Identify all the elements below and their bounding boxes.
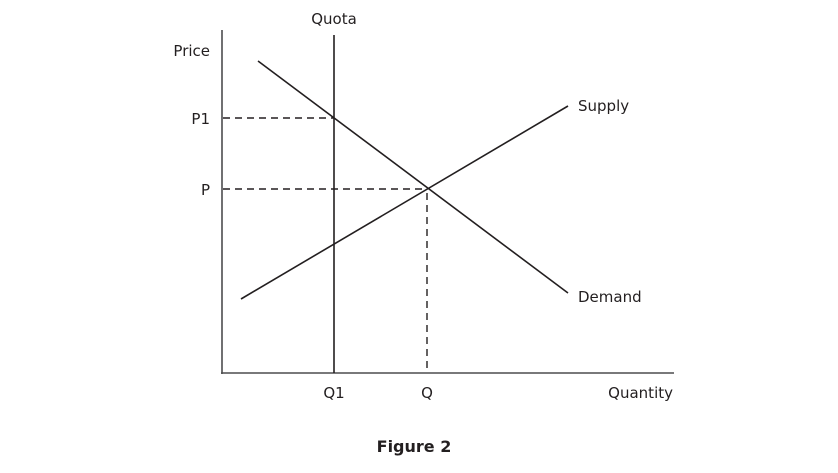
q-tick-label: Q xyxy=(421,384,433,402)
demand-label: Demand xyxy=(578,288,642,306)
q1-tick-label: Q1 xyxy=(323,384,344,402)
demand-curve xyxy=(257,60,569,294)
y-axis-label: Price xyxy=(173,42,210,60)
supply-label: Supply xyxy=(578,97,629,115)
x-axis-label: Quantity xyxy=(608,384,673,402)
p1-tick-label: P1 xyxy=(191,110,210,128)
figure-caption: Figure 2 xyxy=(377,437,452,456)
quota-label: Quota xyxy=(311,10,357,28)
p-tick-label: P xyxy=(201,181,210,199)
supply-curve xyxy=(240,105,569,300)
